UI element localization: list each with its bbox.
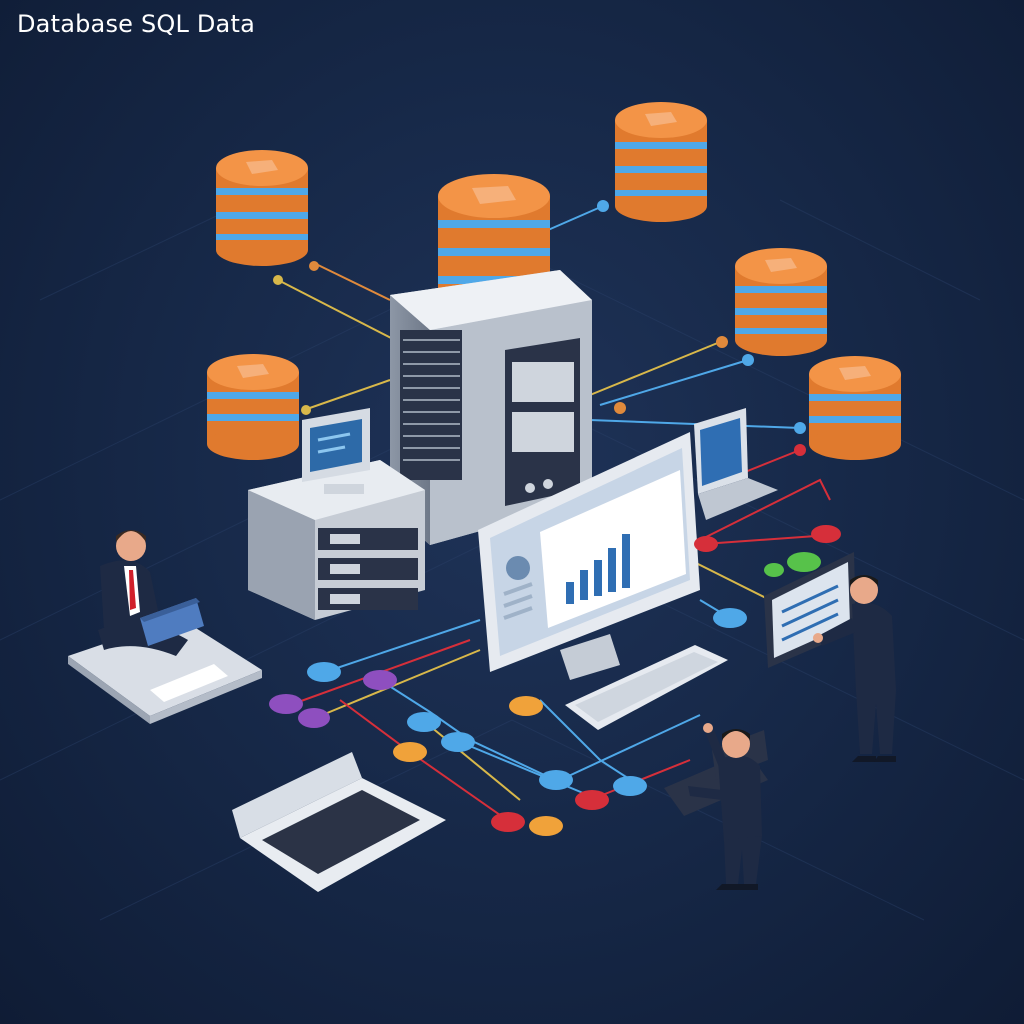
connection-node-icon (764, 563, 784, 577)
connection-node-icon (407, 712, 441, 732)
connection-node-icon (787, 552, 821, 572)
connection-node-icon (509, 696, 543, 716)
connection-node-icon (811, 525, 841, 543)
connection-node-icon (307, 662, 341, 682)
database-cylinder-icon (615, 102, 707, 222)
person-icon (68, 530, 262, 724)
database-cylinder-icon (207, 354, 299, 460)
bar-chart-graphic (566, 534, 630, 604)
connection-node-icon (298, 708, 330, 728)
connection-dot (301, 405, 311, 415)
database-cylinder-icon (216, 150, 308, 266)
connection-dot (273, 275, 283, 285)
server-rack-icon (248, 460, 425, 620)
connection-node-icon (694, 536, 718, 552)
connection-dot (794, 422, 806, 434)
connection-dots (273, 200, 806, 456)
connection-node-icon (713, 608, 747, 628)
person-icon (664, 723, 768, 890)
monitor-icon (302, 408, 370, 494)
connection-node-icon (393, 742, 427, 762)
connection-dot (742, 354, 754, 366)
connection-node-icon (529, 816, 563, 836)
database-cylinder-icon (735, 248, 827, 356)
keyboard-icon (565, 645, 728, 730)
image-title: Database SQL Data (17, 10, 255, 38)
connection-dot (309, 261, 319, 271)
laptop-icon (694, 408, 778, 520)
connection-nodes (269, 525, 841, 836)
laptop-icon (232, 752, 446, 892)
connection-dot (716, 336, 728, 348)
connection-node-icon (491, 812, 525, 832)
monitor-icon (478, 432, 700, 680)
connection-dot (614, 402, 626, 414)
connection-node-icon (269, 694, 303, 714)
connection-node-icon (575, 790, 609, 810)
server-tower-icon (390, 270, 592, 545)
connection-node-icon (613, 776, 647, 796)
connection-node-icon (539, 770, 573, 790)
connection-dot (794, 444, 806, 456)
connection-dot (597, 200, 609, 212)
connection-node-icon (441, 732, 475, 752)
database-cylinder-icon (809, 356, 901, 460)
person-icon (813, 575, 896, 762)
connection-node-icon (363, 670, 397, 690)
